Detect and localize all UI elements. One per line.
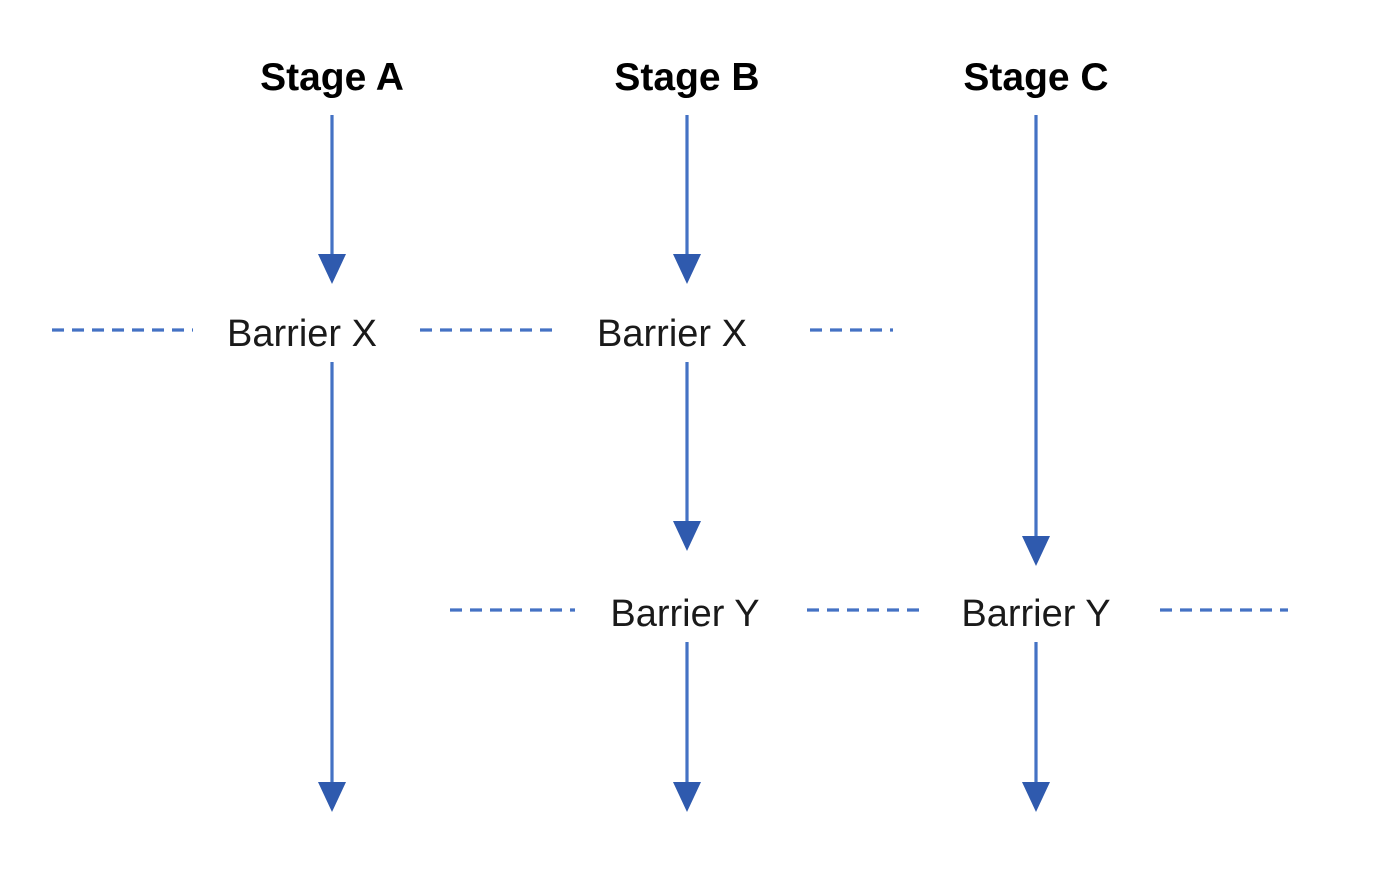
stage-a-heading: Stage A (260, 56, 404, 99)
arrow-stage-b-to-barrier-x (673, 115, 701, 284)
arrow-col-a-barrier-x-to-end (318, 362, 346, 812)
barrier-x-label-col-b: Barrier X (597, 313, 747, 355)
arrow-head-icon (673, 521, 701, 551)
barrier-x-label-col-a: Barrier X (227, 313, 377, 355)
arrow-head-icon (1022, 536, 1050, 566)
stage-b-heading: Stage B (614, 56, 759, 99)
arrow-stage-a-to-barrier-x (318, 115, 346, 284)
arrow-head-icon (673, 782, 701, 812)
barrier-y-label-col-b: Barrier Y (610, 593, 759, 635)
arrow-head-icon (673, 254, 701, 284)
arrow-col-c-barrier-y-to-end (1022, 642, 1050, 812)
arrow-col-b-barrier-x-to-barrier-y (673, 362, 701, 551)
barrier-y-label-col-c: Barrier Y (961, 593, 1110, 635)
arrow-col-b-barrier-y-to-end (673, 642, 701, 812)
arrow-head-icon (1022, 782, 1050, 812)
arrow-head-icon (318, 254, 346, 284)
arrow-stage-c-to-barrier-y (1022, 115, 1050, 566)
arrow-head-icon (318, 782, 346, 812)
stage-c-heading: Stage C (963, 56, 1108, 99)
